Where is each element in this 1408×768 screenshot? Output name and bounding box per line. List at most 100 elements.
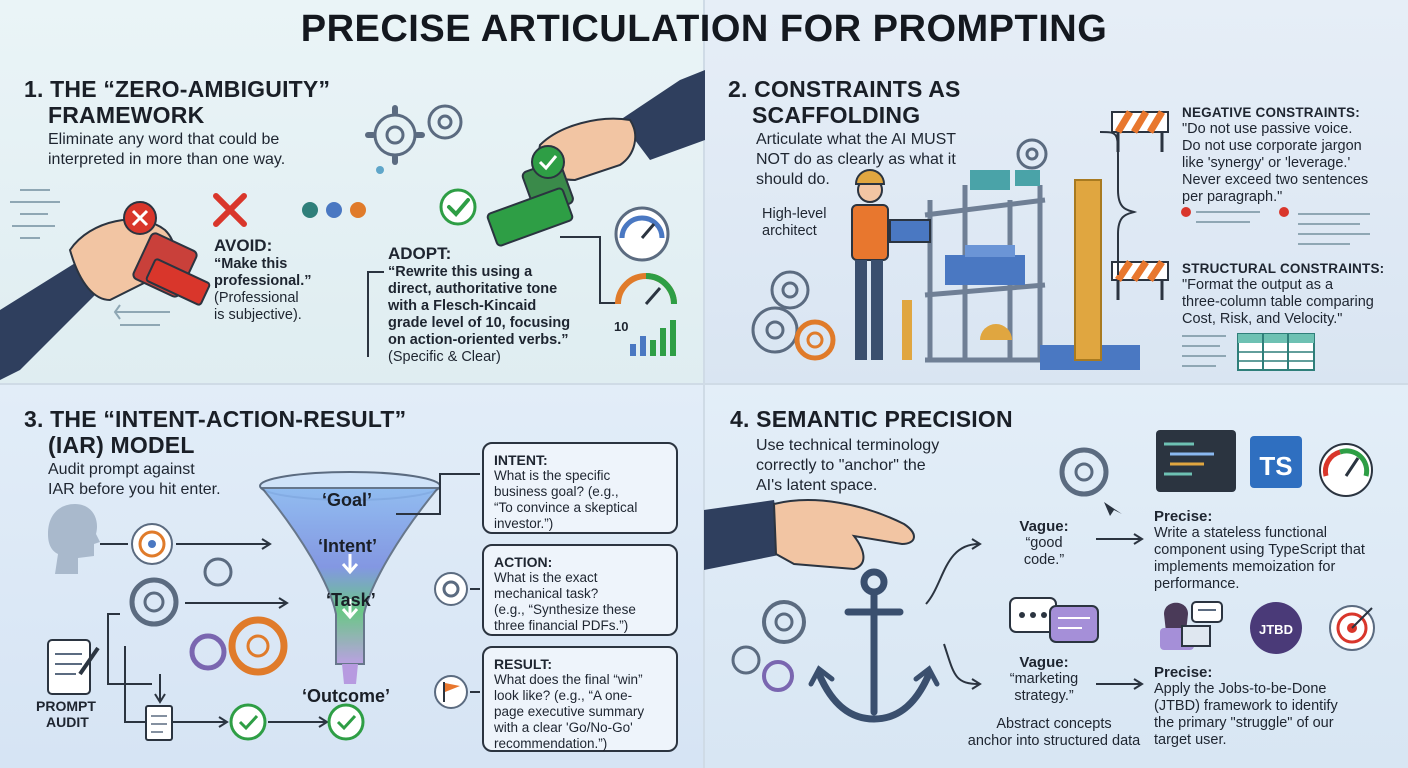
vague2-line1: “marketing: [1009, 671, 1079, 687]
s2-subtitle-line2: NOT do as clearly as what it: [756, 151, 956, 168]
horizontal-divider: [0, 383, 1408, 385]
gear-icon: [302, 104, 463, 218]
code-window-icon: [1156, 430, 1236, 492]
s3-subtitle-line2: IAR before you hit enter.: [48, 481, 221, 498]
s3-subtitle-line1: Audit prompt against: [48, 461, 195, 478]
architect-label-line1: High-level: [762, 206, 827, 222]
structural-line3: Cost, Risk, and Velocity.": [1182, 311, 1343, 327]
hand-stamp-red-icon: [0, 189, 211, 380]
intent-title: INTENT:: [494, 452, 548, 468]
neg-list-icon: [1181, 207, 1370, 245]
check-circle-icon: [229, 703, 365, 741]
check-mark-icon: [439, 188, 477, 226]
clipboard-icon: [47, 639, 100, 695]
structural-constraints: STRUCTURAL CONSTRAINTS: "Format the outp…: [1182, 260, 1384, 328]
intent-line1: What is the specific: [494, 468, 611, 483]
hand-icon: [704, 499, 915, 571]
result-line1: What does the final “win”: [494, 672, 643, 687]
iar-flow-diagram: [47, 471, 480, 741]
precise2-line2: (JTBD) framework to identify: [1154, 698, 1338, 714]
adopt-line5: on action-oriented verbs.”: [388, 332, 569, 348]
jtbd-badge-icon: [1250, 602, 1302, 654]
typescript-icon: [1250, 436, 1302, 488]
precise1-line3: implements memoization for: [1154, 559, 1336, 575]
anchor-icon: [808, 568, 940, 723]
negative-constraints: NEGATIVE CONSTRAINTS: "Do not use passiv…: [1182, 104, 1368, 206]
vague2-line2: strategy.”: [1014, 688, 1074, 704]
result-line3: page executive summary: [494, 704, 645, 719]
s2-subtitle-line1: Articulate what the AI MUST: [756, 131, 957, 148]
section-zero-ambiguity: [0, 0, 704, 384]
funnel-task: ‘Task’: [326, 590, 376, 610]
s2-subtitle-line3: should do.: [756, 171, 830, 188]
prompt-audit-line1: PROMPT: [36, 698, 96, 714]
vague1-text: “good code.”: [1023, 535, 1065, 568]
table-icon: [1182, 333, 1315, 371]
anchor-caption-line2: anchor into structured data: [967, 733, 1141, 749]
side-gear-icon: [434, 572, 468, 606]
avoid-line4: is subjective).: [214, 307, 302, 323]
s1-subtitle: Eliminate any word that could be interpr…: [48, 130, 285, 170]
precise1-line4: performance.: [1154, 576, 1240, 592]
s2-heading: 2. CONSTRAINTS AS SCAFFOLDING: [728, 76, 961, 128]
precise2-label: Precise:: [1154, 664, 1213, 681]
chat-bubbles-icon: [1009, 597, 1099, 643]
x-mark-icon: [213, 193, 247, 227]
vague2-block: Vague: “marketing strategy.”: [1004, 654, 1084, 705]
negative-line1: "Do not use passive voice.: [1182, 121, 1353, 137]
s1-heading-line2: FRAMEWORK: [48, 102, 205, 128]
vague1-label: Vague:: [1019, 518, 1069, 535]
s1-heading-line1: 1. THE “ZERO-AMBIGUITY”: [24, 76, 331, 102]
s2-heading-line2: SCAFFOLDING: [752, 102, 921, 128]
s3-subtitle: Audit prompt against IAR before you hit …: [48, 460, 221, 500]
adopt-bracket: [367, 271, 384, 357]
gear-icon: [1059, 447, 1109, 497]
anchor-caption-line1: Abstract concepts: [996, 716, 1112, 732]
adopt-line4: grade level of 10, focusing: [388, 315, 571, 331]
adopt-line3: with a Flesch-Kincaid: [388, 298, 537, 314]
s4-heading: 4. SEMANTIC PRECISION: [730, 406, 1013, 432]
action-box: ACTION: What is the exact mechanical tas…: [482, 544, 678, 636]
avoid-label: AVOID:: [214, 236, 273, 255]
s3-heading-line1: 3. THE “INTENT-ACTION-RESULT”: [24, 406, 407, 432]
scaffold-icon: [751, 138, 1140, 370]
s3-heading-line2: (IAR) MODEL: [48, 432, 195, 458]
negative-constraints-title: NEGATIVE CONSTRAINTS:: [1182, 105, 1360, 120]
s1-heading: 1. THE “ZERO-AMBIGUITY” FRAMEWORK: [24, 76, 330, 128]
result-box: RESULT: What does the final “win” look l…: [482, 646, 678, 752]
funnel-icon: [259, 471, 441, 684]
s4-subtitle: Use technical terminology correctly to "…: [756, 436, 939, 496]
intent-line3: “To convince a skeptical: [494, 500, 638, 515]
result-line2: look like? (e.g., “A one-: [494, 688, 633, 703]
precise1-block: Precise: Write a stateless functional co…: [1154, 508, 1365, 593]
adopt-block: ADOPT: “Rewrite this using a direct, aut…: [388, 244, 570, 366]
prompt-audit-line2: AUDIT: [46, 714, 89, 730]
s2-heading-line1: 2. CONSTRAINTS AS: [728, 76, 961, 102]
target-icon: [1329, 605, 1375, 651]
ts-badge-label: TS: [1259, 451, 1293, 481]
s1-subtitle-line2: interpreted in more than one way.: [48, 151, 286, 168]
flag-icon: [434, 675, 468, 709]
structural-constraints-title: STRUCTURAL CONSTRAINTS:: [1182, 261, 1385, 276]
precise1-line1: Write a stateless functional: [1154, 525, 1328, 541]
negative-line2: Do not use corporate jargon: [1182, 138, 1362, 154]
structural-line2: three-column table comparing: [1182, 294, 1374, 310]
action-line1: What is the exact: [494, 570, 598, 585]
precise1-label: Precise:: [1154, 508, 1213, 525]
action-title: ACTION:: [494, 554, 553, 570]
intent-box: INTENT: What is the specific business go…: [482, 442, 678, 534]
target-icon: [131, 523, 173, 565]
avoid-line3: (Professional: [214, 290, 299, 306]
adopt-label: ADOPT:: [388, 244, 452, 263]
avoid-line1: “Make this: [214, 256, 288, 272]
result-line4: with a clear 'Go/No-Go': [494, 720, 633, 735]
adopt-line1: “Rewrite this using a: [388, 264, 533, 280]
negative-line3: like 'synergy' or 'leverage.': [1182, 155, 1351, 171]
adopt-line6: (Specific & Clear): [388, 349, 501, 365]
section-constraints: [704, 0, 1408, 384]
structural-line1: "Format the output as a: [1182, 277, 1334, 293]
intent-line2: business goal? (e.g.,: [494, 484, 619, 499]
precise2-line3: the primary "struggle" of our: [1154, 715, 1334, 731]
s4-subtitle-line2: correctly to "anchor" the: [756, 457, 926, 474]
adopt-line2: direct, authoritative tone: [388, 281, 558, 297]
